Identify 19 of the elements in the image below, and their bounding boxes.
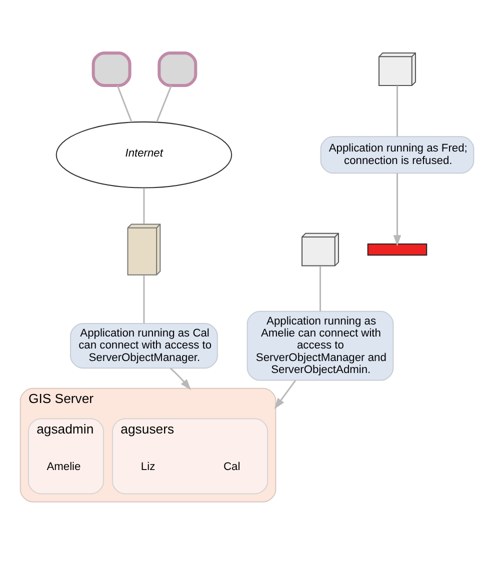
connector [143, 274, 145, 323]
node-box: Application running as Fred; connection is refused. [320, 136, 474, 174]
node-monitor [92, 51, 132, 86]
node-text: Amelie [46, 460, 81, 473]
connector [396, 85, 398, 136]
node-bar [367, 243, 428, 256]
node-text: Cal [224, 460, 240, 473]
connector [116, 84, 132, 122]
connector [143, 188, 145, 224]
node-box: Application running as Cal can connect with access to ServerObjectManager. [70, 322, 218, 368]
node-box: Application running as Amelie can connect with access to ServerObjectManager and ServerObjectAdmin. [246, 310, 394, 380]
node-ellipse: Internet [56, 120, 232, 188]
arrow [274, 380, 296, 409]
connector [156, 84, 172, 122]
arrow [393, 172, 402, 246]
node-text: Liz [140, 460, 156, 473]
arrow [170, 367, 192, 390]
node-monitor [158, 51, 198, 86]
connector [319, 266, 321, 311]
